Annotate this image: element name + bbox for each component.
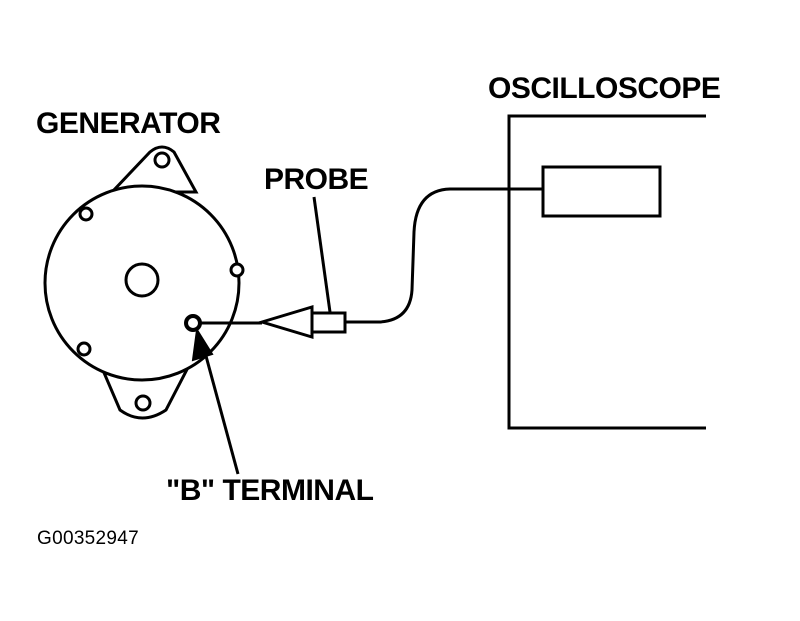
generator-bolt-hole-left (78, 206, 94, 222)
b-terminal-label: "B" TERMINAL (166, 474, 374, 507)
generator-top-ear (108, 145, 199, 194)
probe-leader-line (312, 196, 332, 313)
generator-bolt-hole-bottom (134, 394, 152, 412)
generator-bolt-hole-right (229, 262, 245, 278)
oscilloscope-outline (507, 114, 706, 430)
oscilloscope-label: OSCILLOSCOPE (488, 72, 721, 105)
probe-cable (345, 187, 543, 324)
generator-shaft (124, 262, 160, 298)
leader-lines (201, 196, 332, 475)
b-terminal-arrowhead (191, 327, 214, 362)
probe-body (256, 304, 314, 340)
figure-code: G00352947 (37, 528, 140, 549)
generator-label: GENERATOR (36, 107, 221, 140)
probe-label: PROBE (264, 163, 369, 196)
oscilloscope (507, 114, 706, 430)
generator (43, 145, 245, 420)
generator-bolt-hole-lower-left (76, 341, 92, 357)
probe-handle (310, 311, 347, 334)
oscilloscope-input (541, 165, 662, 218)
generator-bolt-hole-top (153, 151, 171, 169)
b-terminal-leader-line (201, 344, 240, 475)
probe (200, 304, 347, 340)
b-terminal (184, 314, 202, 332)
